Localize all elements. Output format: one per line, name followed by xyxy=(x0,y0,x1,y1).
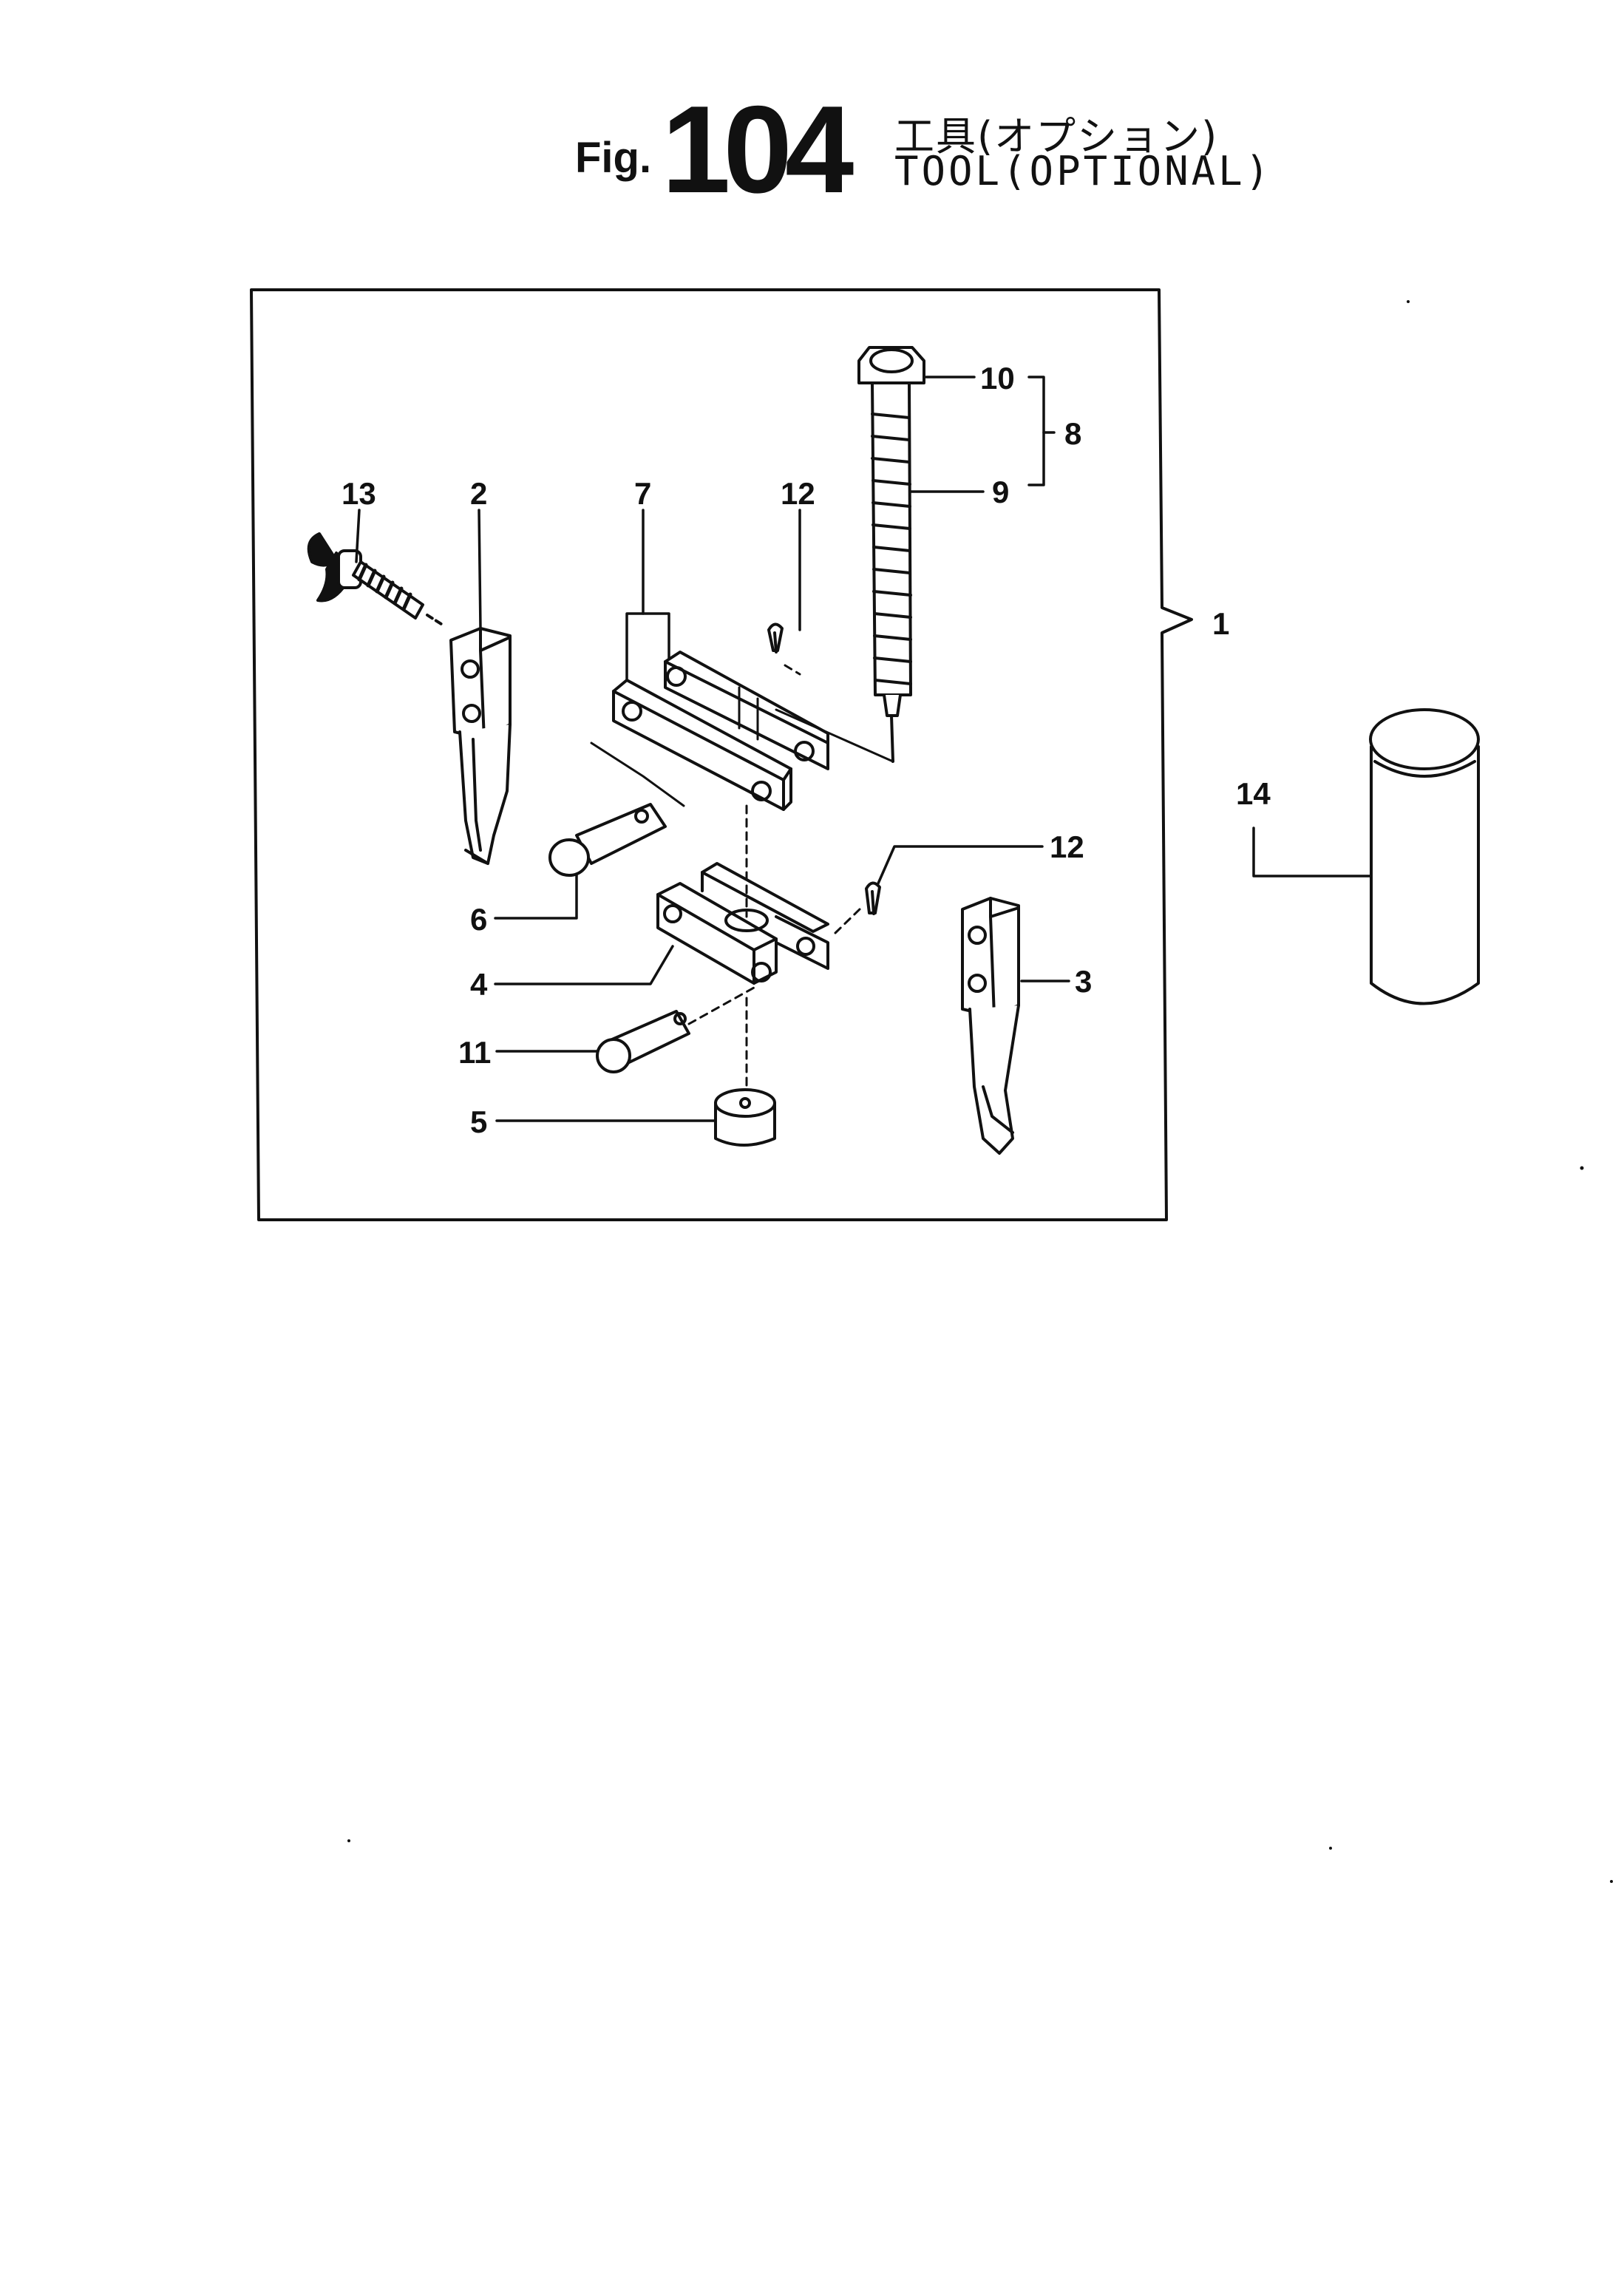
part-5-cap xyxy=(714,1088,776,1147)
scan-specks xyxy=(347,300,1613,1883)
part-10-hex-head xyxy=(857,346,925,384)
callout-8: 8 xyxy=(1064,416,1081,451)
part-3-right-jaw xyxy=(961,897,1020,1155)
callout-10: 10 xyxy=(980,361,1015,396)
part-12-split-pin-upper xyxy=(767,622,784,654)
figure-header: Fig. 104 工具(オプション) TOOL(OPTIONAL) xyxy=(0,0,1624,222)
callout-1: 1 xyxy=(1212,606,1229,641)
callout-14: 14 xyxy=(1236,776,1271,811)
callout-3: 3 xyxy=(1075,964,1092,999)
callout-2: 2 xyxy=(470,476,487,511)
callout-11: 11 xyxy=(458,1035,491,1070)
part-13-wing-bolt xyxy=(307,532,445,627)
part-12-split-pin-lower xyxy=(865,881,881,915)
callout-9: 9 xyxy=(992,475,1009,509)
part-6-clevis-pin xyxy=(548,803,667,877)
part-7-link-plates xyxy=(612,651,829,811)
assembly-frame xyxy=(250,288,1193,1221)
part-9-screw-rod xyxy=(871,381,912,763)
assembly-guide-lines xyxy=(590,686,894,807)
callout-13: 13 xyxy=(342,476,376,511)
callout-12-lower: 12 xyxy=(1050,829,1084,864)
callout-7: 7 xyxy=(634,476,651,511)
figure-number: 104 xyxy=(662,80,854,219)
alignment-lines xyxy=(687,664,863,1092)
figure-title-jp: 工具(オプション) xyxy=(894,113,1219,160)
callout-4: 4 xyxy=(470,967,488,1002)
callout-5: 5 xyxy=(470,1104,487,1139)
figure-title-en: TOOL(OPTIONAL) xyxy=(894,148,1273,194)
part-14-cylinder xyxy=(1369,708,1480,1005)
callout-6: 6 xyxy=(470,902,487,937)
part-11-clevis-pin xyxy=(596,1010,690,1073)
part-2-left-jaw xyxy=(449,627,512,865)
leader-lines xyxy=(356,377,1373,1122)
callout-12-upper: 12 xyxy=(781,476,815,511)
part-4-yoke-block xyxy=(656,862,829,985)
figure-prefix: Fig. xyxy=(575,134,652,182)
